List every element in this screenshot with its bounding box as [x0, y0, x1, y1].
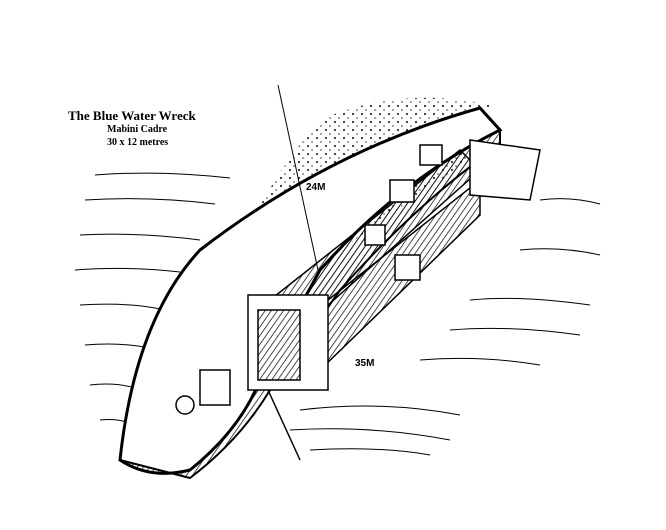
water-lines	[74, 172, 601, 456]
superstructure	[175, 84, 541, 461]
wreck-title: The Blue Water Wreck	[68, 108, 196, 123]
depth-label-24m: 24M	[306, 182, 326, 193]
depth-label-35m: 35M	[355, 358, 375, 369]
wreck-dimensions: 30 x 12 metres	[107, 137, 169, 148]
wreck-subtitle: Mabini Cadre	[107, 124, 168, 135]
